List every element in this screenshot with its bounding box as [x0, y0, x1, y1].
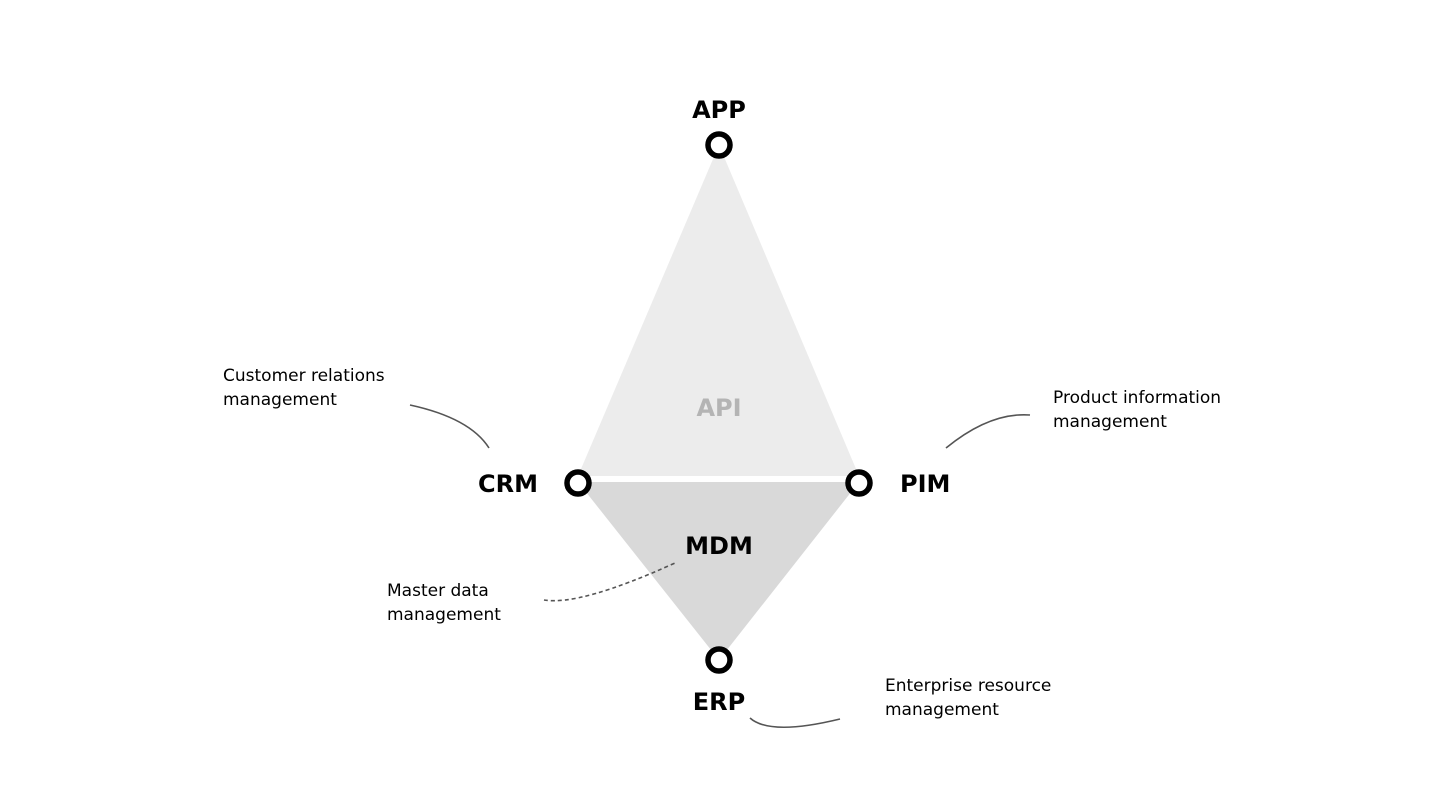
- pim-connector-line: [945, 413, 1031, 449]
- pim-description-line: management: [1053, 412, 1167, 432]
- crm-description: Customer relations management: [223, 364, 385, 412]
- erp-label: ERP: [693, 688, 745, 716]
- mdm-description-line: Master data: [387, 581, 489, 601]
- mdm-region: [578, 482, 859, 660]
- pim-description: Product information management: [1053, 386, 1221, 434]
- app-node-icon: [705, 131, 733, 159]
- api-region: [578, 145, 859, 476]
- crm-description-line: management: [223, 390, 337, 410]
- pim-label: PIM: [900, 470, 950, 498]
- pim-node-icon: [845, 469, 873, 497]
- api-label: API: [696, 394, 741, 422]
- erp-description-line: management: [885, 700, 999, 720]
- crm-connector-line: [409, 404, 490, 449]
- erp-connector-line: [749, 717, 841, 729]
- mdm-description-line: management: [387, 605, 501, 625]
- erp-description-line: Enterprise resource: [885, 676, 1052, 696]
- mdm-description: Master data management: [387, 579, 501, 627]
- app-label: APP: [692, 96, 746, 124]
- erp-node-icon: [705, 646, 733, 674]
- crm-label: CRM: [478, 470, 538, 498]
- erp-description: Enterprise resource management: [885, 674, 1051, 722]
- crm-description-line: Customer relations: [223, 366, 385, 386]
- crm-node-icon: [564, 469, 592, 497]
- mdm-connector-line: [543, 562, 676, 602]
- mdm-label: MDM: [685, 532, 753, 560]
- pim-description-line: Product information: [1053, 388, 1222, 408]
